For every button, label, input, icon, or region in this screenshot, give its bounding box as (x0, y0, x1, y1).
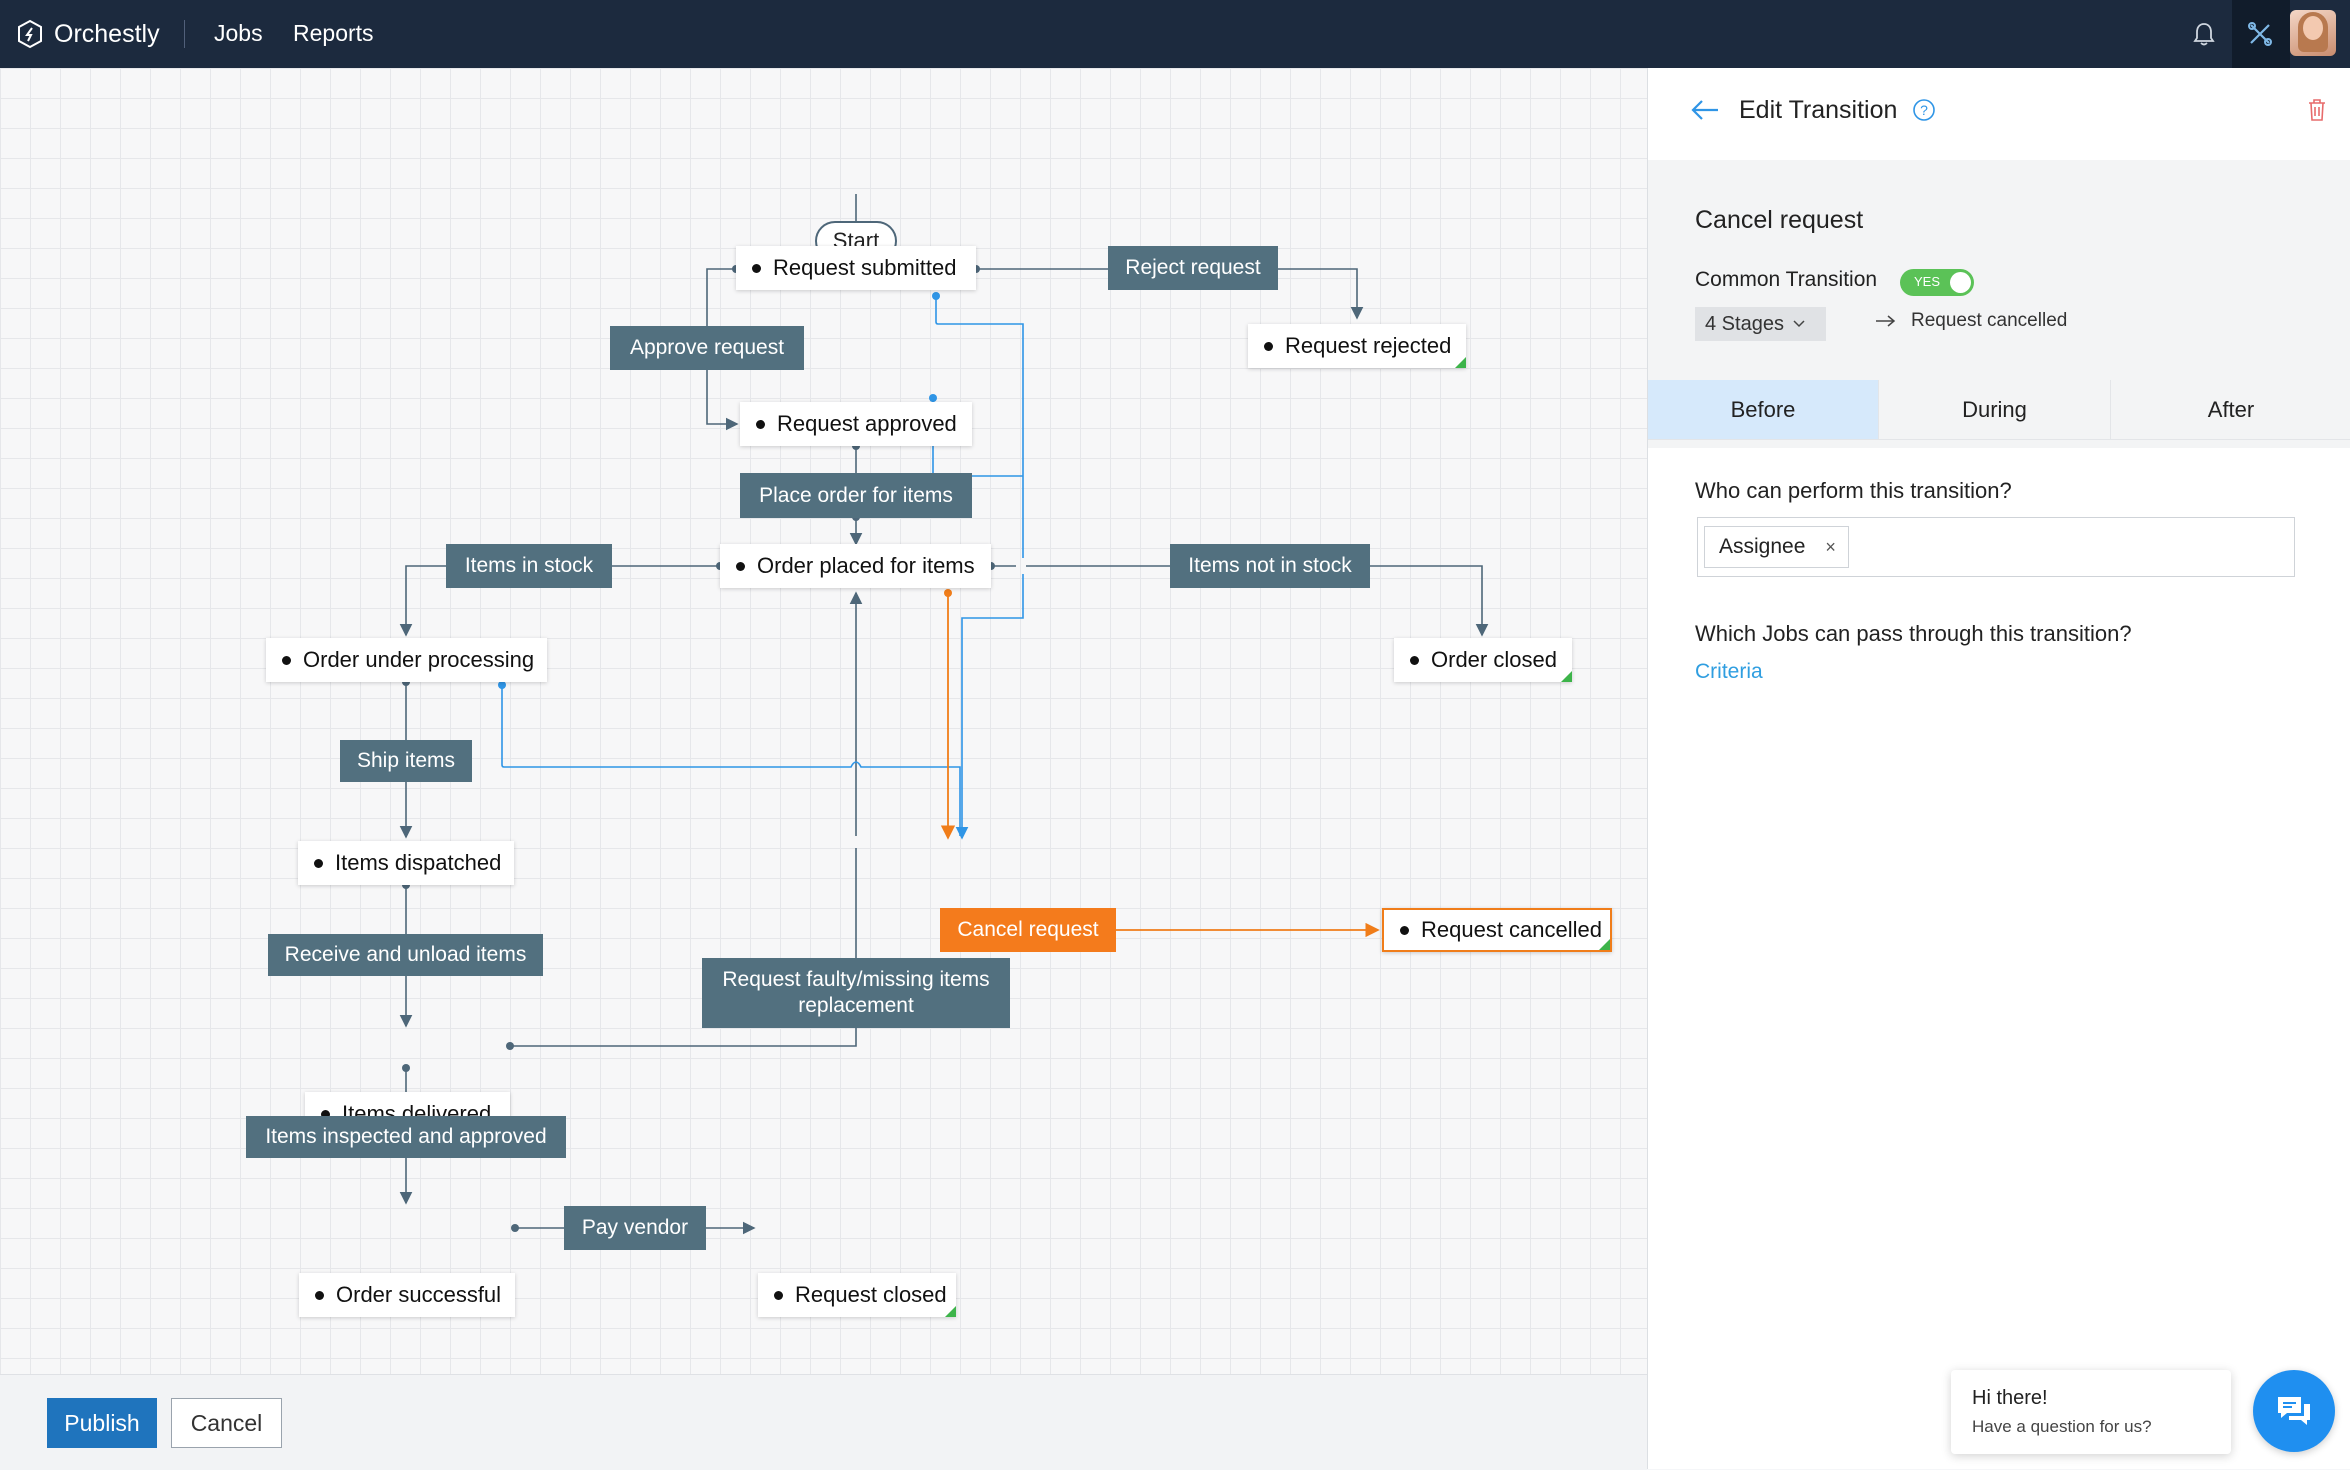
nav-jobs[interactable]: Jobs (214, 20, 263, 46)
criteria-link[interactable]: Criteria (1695, 660, 1763, 683)
cancel-button[interactable]: Cancel (171, 1398, 282, 1448)
chat-question: Have a question for us? (1972, 1417, 2152, 1436)
toggle-knob (1950, 272, 1971, 293)
target-stage-label: Request cancelled (1911, 310, 2068, 331)
assignee-chip: Assignee × (1704, 526, 1849, 568)
transition-label-line2: replacement (798, 994, 914, 1017)
tools-icon[interactable] (2240, 14, 2280, 54)
panel-title: Edit Transition (1739, 96, 1898, 124)
transition-label-line1: Request faulty/missing items (722, 968, 990, 991)
stage-dot (282, 655, 291, 665)
stage-request-cancelled[interactable]: Request cancelled (1382, 908, 1612, 952)
transition-approve-request[interactable]: Approve request (610, 326, 804, 370)
stage-request-submitted[interactable]: Request submitted (736, 246, 976, 290)
delete-icon[interactable] (2307, 98, 2327, 122)
stage-label: Order placed for items (757, 553, 975, 578)
stage-label: Request closed (795, 1282, 947, 1307)
stage-label: Order successful (336, 1282, 502, 1307)
stage-label: Order under processing (303, 647, 535, 672)
topbar-divider (184, 20, 185, 48)
tab-during[interactable]: During (1879, 380, 2111, 439)
stage-dot (736, 561, 745, 571)
end-stage-marker (1599, 939, 1610, 950)
bell-icon[interactable] (2184, 14, 2224, 54)
stage-order-successful[interactable]: Order successful (299, 1273, 515, 1317)
stage-label: Request approved (777, 411, 957, 436)
connector-lines (399, 194, 1489, 1235)
transition-cancel-request-selected[interactable]: Cancel request (940, 908, 1116, 952)
which-jobs-label: Which Jobs can pass through this transit… (1695, 621, 2132, 646)
stage-order-closed[interactable]: Order closed (1394, 638, 1572, 682)
stage-request-rejected[interactable]: Request rejected (1248, 324, 1466, 368)
stage-dot (1264, 341, 1273, 351)
stage-request-closed[interactable]: Request closed (758, 1273, 956, 1317)
stage-request-approved[interactable]: Request approved (740, 402, 972, 446)
common-transition-label: Common Transition (1695, 268, 1878, 291)
stage-label: Request rejected (1285, 333, 1452, 358)
stages-dropdown-value: 4 Stages (1705, 312, 1784, 335)
stage-order-placed[interactable]: Order placed for items (720, 544, 991, 588)
toggle-label: YES (1914, 274, 1941, 289)
stage-items-dispatched[interactable]: Items dispatched (298, 841, 514, 885)
svg-text:?: ? (1920, 102, 1928, 118)
end-stage-marker (1455, 357, 1466, 368)
help-icon[interactable]: ? (1912, 98, 1936, 122)
logo-icon (18, 19, 42, 49)
transition-pay-vendor[interactable]: Pay vendor (564, 1206, 706, 1250)
transition-ship-items[interactable]: Ship items (340, 740, 472, 782)
stage-label: Request submitted (773, 255, 957, 280)
stage-dot (1410, 655, 1419, 665)
app-name: Orchestly (54, 19, 160, 48)
transition-items-inspected[interactable]: Items inspected and approved (246, 1116, 566, 1158)
chat-launcher-button[interactable] (2253, 1370, 2335, 1452)
stage-label: Request cancelled (1421, 917, 1603, 942)
transition-request-faulty-replacement[interactable]: Request faulty/missing items replacement (702, 958, 1010, 1028)
chat-icon (2278, 1397, 2310, 1425)
panel-header: Edit Transition ? (1648, 68, 2350, 161)
avatar[interactable] (2290, 10, 2336, 56)
stages-dropdown[interactable]: 4 Stages (1695, 307, 1826, 341)
transition-reject-request[interactable]: Reject request (1108, 246, 1278, 290)
edit-transition-panel: Edit Transition ? Cancel request Common … (1647, 68, 2350, 1469)
stage-dot (1400, 925, 1409, 935)
workflow-canvas[interactable]: Start Request submitted Request rejected… (0, 68, 1647, 1374)
who-can-perform-label: Who can perform this transition? (1695, 478, 2012, 503)
top-bar: Orchestly Jobs Reports (0, 0, 2350, 68)
transition-place-order[interactable]: Place order for items (740, 473, 972, 518)
stage-dot (321, 1109, 330, 1119)
end-stage-marker (945, 1306, 956, 1317)
transition-name: Cancel request (1695, 206, 1864, 234)
performer-input[interactable]: Assignee × (1697, 517, 2295, 577)
tab-after[interactable]: After (2207, 396, 2255, 422)
end-stage-marker (1561, 671, 1572, 682)
transition-receive-unload[interactable]: Receive and unload items (268, 934, 543, 976)
stage-order-under-processing[interactable]: Order under processing (266, 638, 547, 682)
remove-chip-icon[interactable]: × (1825, 536, 1836, 557)
transition-items-in-stock[interactable]: Items in stock (446, 544, 612, 588)
stage-label: Items dispatched (335, 850, 502, 875)
back-arrow-icon[interactable] (1690, 98, 1720, 122)
app-logo[interactable]: Orchestly (16, 18, 160, 50)
common-transition-toggle[interactable]: YES (1900, 269, 1974, 296)
chevron-down-icon (1793, 320, 1805, 328)
nav-reports[interactable]: Reports (293, 20, 374, 46)
chat-greeting: Hi there! (1972, 1387, 2048, 1409)
target-stage: Request cancelled (1875, 310, 2067, 332)
chip-label: Assignee (1719, 535, 1806, 558)
publish-button[interactable]: Publish (47, 1398, 157, 1448)
stage-dot (756, 419, 765, 429)
stage-label: Order closed (1431, 647, 1557, 672)
tab-before[interactable]: Before (1648, 380, 1879, 439)
stage-dot (774, 1290, 783, 1300)
stage-dot (752, 263, 761, 273)
transition-items-not-in-stock[interactable]: Items not in stock (1170, 544, 1370, 588)
chat-greeting-bubble[interactable]: Hi there! Have a question for us? (1951, 1370, 2231, 1454)
stage-dot (314, 858, 323, 868)
editor-footer: Publish Cancel (0, 1374, 1647, 1470)
panel-tabs: Before During After (1648, 380, 2350, 440)
stage-dot (315, 1290, 324, 1300)
arrow-right-icon (1876, 315, 1896, 327)
